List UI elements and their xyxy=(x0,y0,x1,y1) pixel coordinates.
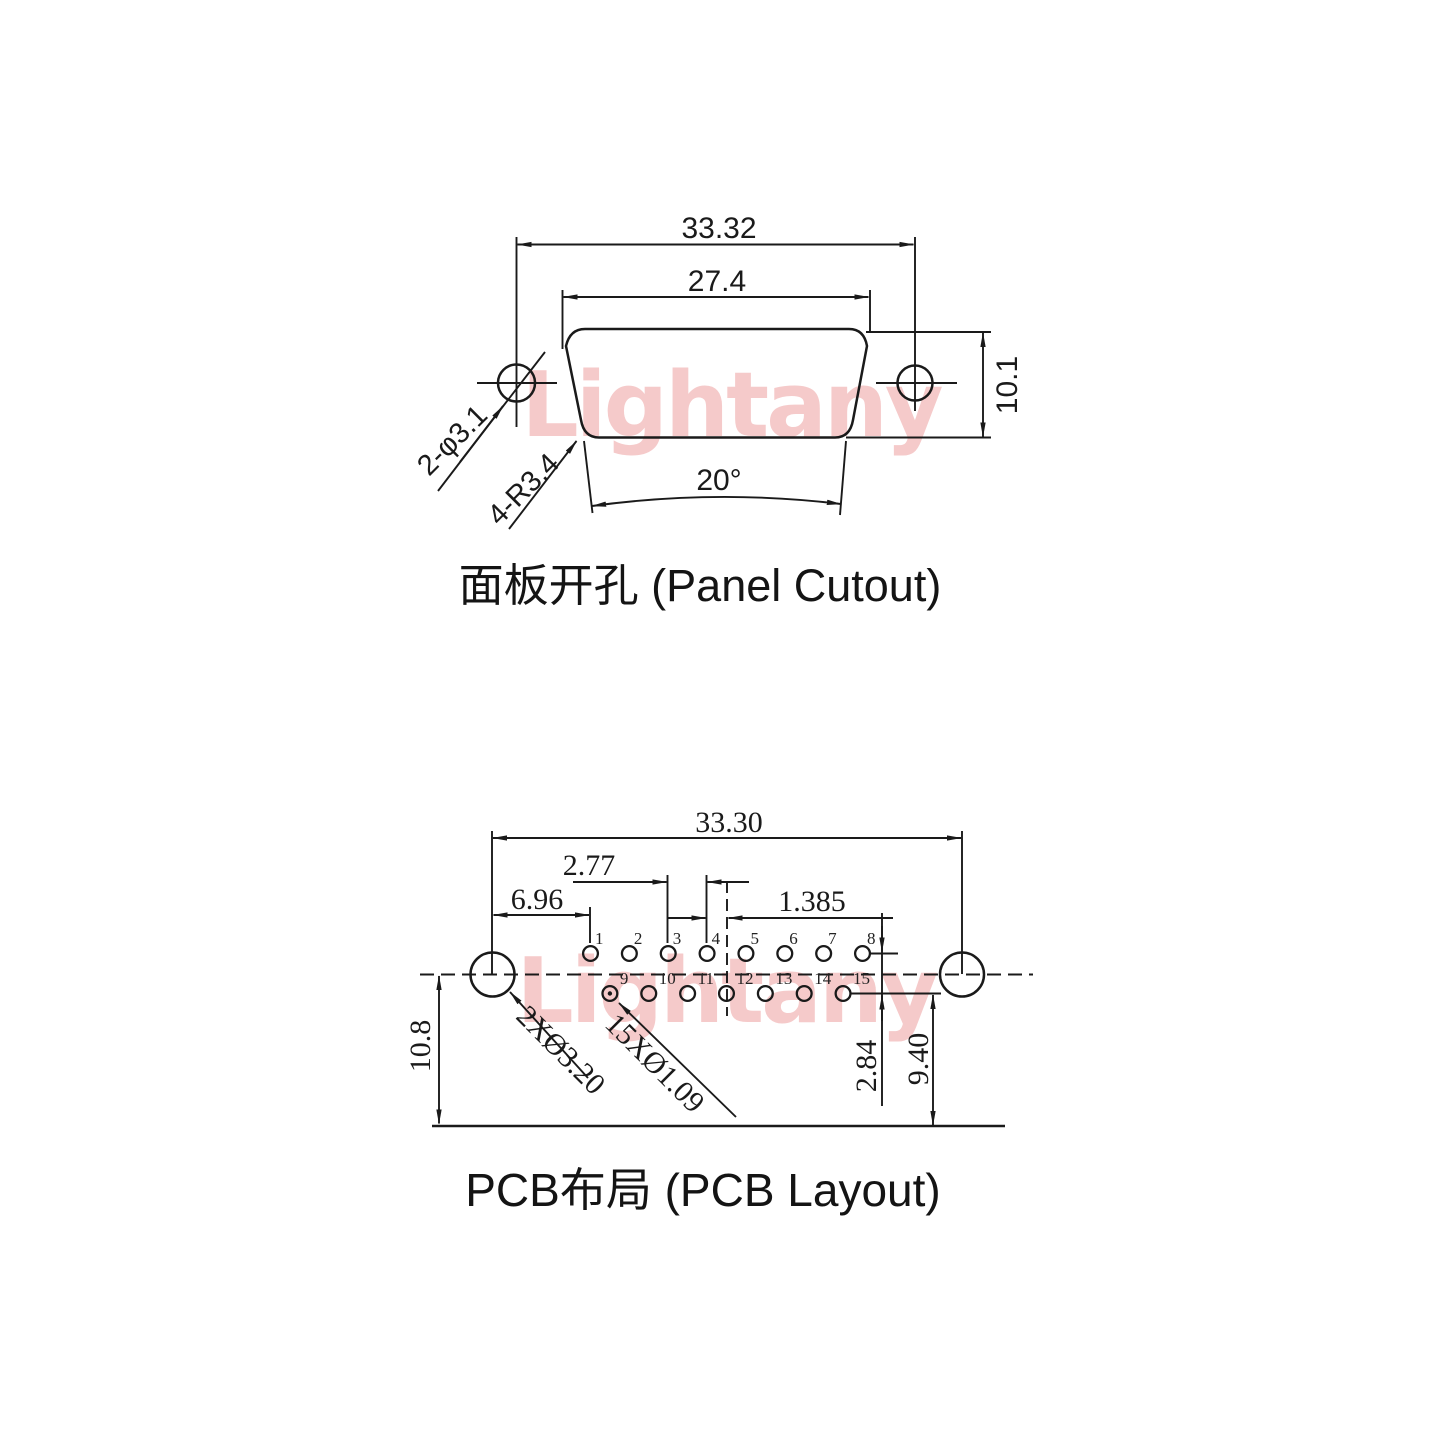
pin-number: 3 xyxy=(673,929,682,948)
pin-hole xyxy=(737,944,755,963)
label-corner-radius: 4-R3.4 xyxy=(482,448,566,532)
pin-hole xyxy=(679,984,697,1003)
pin-number: 11 xyxy=(698,969,714,988)
pin-hole xyxy=(640,984,658,1003)
label-mount-holes: 2-φ3.1 xyxy=(411,399,494,482)
pin-number: 14 xyxy=(814,969,832,988)
dim-cutout-height: 10.1 xyxy=(991,356,1024,414)
leader-arrow xyxy=(618,1002,737,1118)
dsub-cutout-outline xyxy=(564,327,869,439)
angle-arc xyxy=(591,496,842,507)
pin-row-top: 1 2 3 4 5 6 7 8 xyxy=(581,929,876,963)
pin-hole xyxy=(581,944,600,963)
pin-hole xyxy=(620,944,638,963)
pin-number: 1 xyxy=(595,929,604,948)
pin-hole xyxy=(756,984,774,1003)
dim-cutout-width: 27.4 xyxy=(688,265,746,298)
pin-number: 15 xyxy=(853,969,870,988)
pin-number: 10 xyxy=(659,969,676,988)
pin-hole xyxy=(815,944,833,963)
pin-hole xyxy=(698,944,716,963)
pin-number: 13 xyxy=(775,969,792,988)
watermark-group: Lightany Lightany xyxy=(516,353,946,1044)
pin-hole xyxy=(717,984,736,1003)
pin-number: 8 xyxy=(867,929,876,948)
dim-hole-to-edge: 10.8 xyxy=(404,1020,437,1073)
dim-row-spacing: 2.84 xyxy=(850,1040,883,1093)
pcb-layout-title: PCB布局 (PCB Layout) xyxy=(465,1164,940,1216)
pin-number: 9 xyxy=(620,969,629,988)
leader-arrow xyxy=(437,405,504,492)
pin-number: 5 xyxy=(750,929,759,948)
pin-number: 4 xyxy=(712,929,721,948)
dim-row-to-edge: 9.40 xyxy=(902,1033,935,1086)
dim-hole-to-pin: 6.96 xyxy=(511,883,564,916)
angle-extension-left xyxy=(583,440,594,514)
pcb-mount-hole-right xyxy=(938,951,986,998)
pin-hole xyxy=(795,984,813,1003)
leader-arrow xyxy=(509,991,589,1079)
pin-hole xyxy=(659,944,677,963)
pin-hole xyxy=(776,944,794,963)
pin-number: 2 xyxy=(634,929,643,948)
pin-row-bottom: 9 10 11 12 13 14 15 xyxy=(601,969,870,1003)
pin-center-dot xyxy=(607,991,613,996)
dim-overall-width: 33.32 xyxy=(681,212,756,245)
dim-row-stagger: 1.385 xyxy=(778,885,846,918)
dim-side-angle: 20° xyxy=(696,464,741,497)
leader-arrow xyxy=(508,440,578,530)
dim-overall-width: 33.30 xyxy=(695,806,763,839)
pin-number: 6 xyxy=(789,929,798,948)
panel-cutout-title: 面板开孔 (Panel Cutout) xyxy=(459,560,942,611)
pin-number: 7 xyxy=(828,929,837,948)
pin-hole xyxy=(834,984,852,1003)
watermark-text-top: Lightany xyxy=(521,353,943,458)
dim-pin-pitch: 2.77 xyxy=(563,849,616,882)
pin-number: 12 xyxy=(736,969,753,988)
pin-hole xyxy=(601,984,619,1003)
